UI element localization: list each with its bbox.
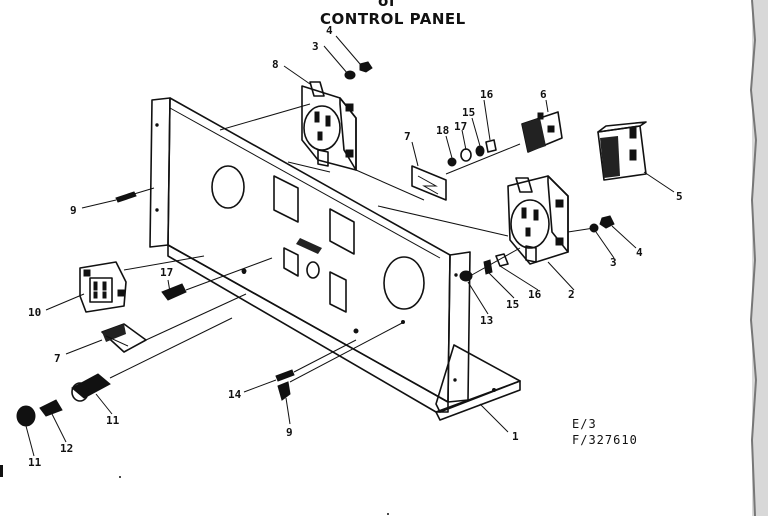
- panel-hole-right: [383, 256, 425, 310]
- receptacle-8: [301, 81, 357, 171]
- receptacle-2: [507, 175, 569, 265]
- scan-edge: [749, 0, 768, 516]
- callout-13: 13: [480, 314, 493, 327]
- duplex-outlet-10: [79, 261, 127, 313]
- leader-lines: [109, 103, 595, 383]
- title-fragment: of: [378, 0, 396, 10]
- scan-speck-2: [387, 513, 389, 515]
- panel-hole-left: [211, 165, 245, 209]
- small-hole: [306, 261, 320, 279]
- cutout-2: [329, 208, 355, 255]
- callout-pointers: [25, 35, 675, 457]
- callout-16-top: 16: [480, 88, 494, 101]
- callout-9-left: 9: [70, 204, 77, 217]
- callout-4-right: 4: [636, 246, 643, 259]
- callout-12: 12: [60, 442, 73, 455]
- callout-8: 8: [272, 58, 279, 71]
- rocker-switch-6: [521, 111, 563, 153]
- callout-14: 14: [228, 388, 242, 401]
- callout-15-right: 15: [506, 298, 519, 311]
- indicator-plate-7-upper: [411, 165, 447, 201]
- callout-9-bottom: 9: [286, 426, 293, 439]
- cutout-1: [273, 175, 299, 223]
- callout-11-right: 11: [106, 414, 120, 427]
- callout-18: 18: [436, 124, 449, 137]
- edition-code: E/3: [572, 417, 597, 431]
- callout-15-top: 15: [462, 106, 475, 119]
- callout-17-left: 17: [160, 266, 173, 279]
- indicator-plate-7-lower: [101, 323, 147, 353]
- control-panel-housing: [149, 97, 521, 421]
- callout-6: 6: [540, 88, 547, 101]
- callout-10: 10: [28, 306, 41, 319]
- callout-5: 5: [676, 190, 683, 203]
- callout-4-top: 4: [326, 24, 333, 37]
- callout-16-right: 16: [528, 288, 542, 301]
- callout-17-top: 17: [454, 120, 467, 133]
- callout-7-top: 7: [404, 130, 411, 143]
- callout-labels: 4 3 8 16 6 15 17 18 7 5 9 4 3 17 16 2 15…: [28, 24, 683, 469]
- callout-1: 1: [512, 430, 519, 443]
- fuse-holder: [16, 373, 111, 427]
- callout-3-right: 3: [610, 256, 617, 269]
- callout-3-top: 3: [312, 40, 319, 53]
- cutout-4: [329, 271, 347, 313]
- callout-2: 2: [568, 288, 575, 301]
- indicator-lamp-17: [161, 283, 187, 301]
- diagram-title: CONTROL PANEL: [320, 10, 466, 28]
- circuit-breaker-5: [597, 121, 647, 181]
- figure-code: F/327610: [572, 433, 638, 447]
- callout-7-left: 7: [54, 352, 61, 365]
- scan-speck: [119, 476, 121, 478]
- cutout-3: [283, 247, 299, 277]
- scan-mark: [0, 465, 3, 477]
- callout-11-left: 11: [28, 456, 42, 469]
- screws: [115, 191, 295, 401]
